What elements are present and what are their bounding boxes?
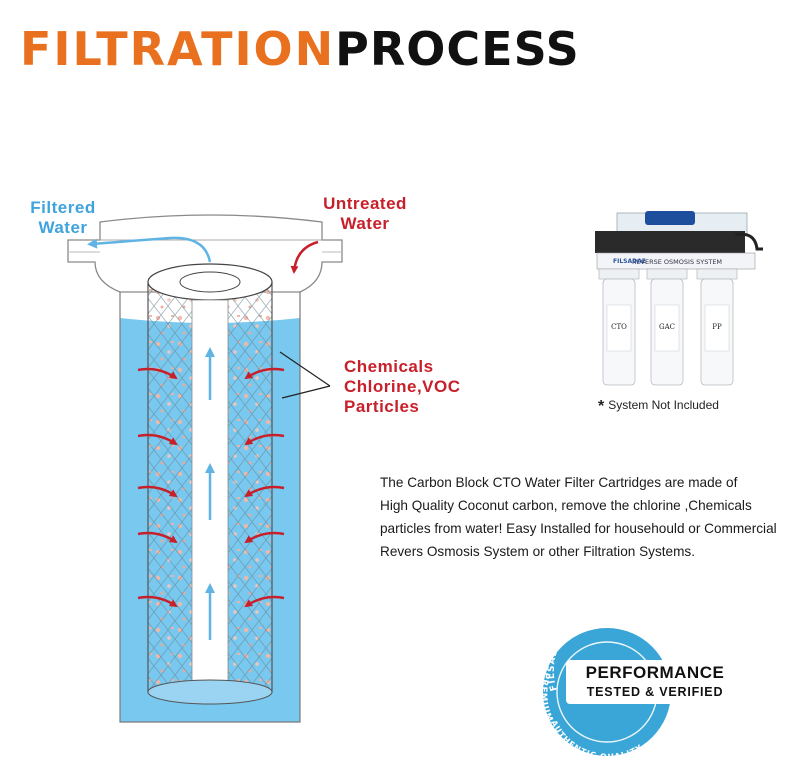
system-not-included-note: *System Not Included [598,398,719,415]
seal-performance: PERFORMANCE [585,663,725,682]
seal-text-panel [566,660,744,704]
seal-tested-verified: TESTED & VERIFIED [586,685,724,699]
svg-text:PP: PP [712,323,722,331]
svg-text:GAC: GAC [659,323,675,331]
label-untreated-water: Untreated Water [323,194,407,233]
product-description: The Carbon Block CTO Water Filter Cartri… [380,475,777,559]
page-title: FILTRATIONPROCESS [20,22,580,76]
title-filtration: FILTRATION [20,22,336,76]
filtered-flow-arrow [87,236,212,263]
filter-diagram [67,214,343,723]
ro-system-image: REVERSE OSMOSIS SYSTEM FILSADAE CTO GAC … [595,211,763,386]
title-process: PROCESS [335,22,580,76]
housing-2: GAC [646,268,688,386]
svg-text:FILSADAE: FILSADAE [613,258,646,265]
untreated-flow-arrow [290,240,319,274]
svg-text:REVERSE OSMOSIS SYSTEM: REVERSE OSMOSIS SYSTEM [632,258,722,266]
housing-cap [67,214,343,293]
housing-3: PP [696,268,738,386]
label-contaminants: Chemicals Chlorine,VOC Particles [344,357,461,416]
svg-text:CTO: CTO [611,323,627,331]
label-filtered-water: Filtered Water [30,198,96,237]
inflow-arrows [137,367,285,608]
housing-1: CTO [598,268,640,386]
contaminant-callout-lines [279,351,331,399]
